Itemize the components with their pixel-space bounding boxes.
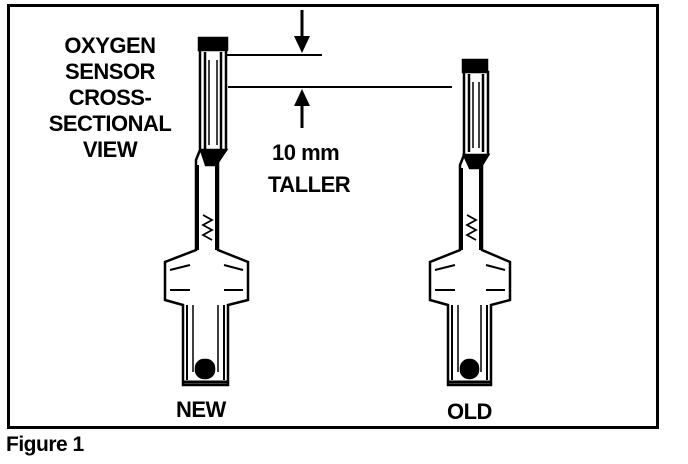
title-line: OXYGEN (64, 33, 156, 58)
dimension-label-text: TALLER (268, 172, 351, 197)
dimension-lines (212, 54, 452, 88)
title-line: CROSS- (68, 85, 152, 110)
new-sensor-drawing (163, 36, 250, 387)
dimension-arrow-top (294, 10, 310, 53)
figure-caption: Figure 1 (6, 433, 84, 456)
title-line: SECTIONAL (48, 111, 172, 136)
dimension-label-value: 10 mm (272, 140, 340, 165)
old-sensor-label: OLD (447, 399, 492, 424)
diagram-title: OXYGEN SENSOR CROSS- SECTIONAL VIEW (30, 33, 190, 163)
figure-frame (7, 4, 659, 429)
title-line: SENSOR (65, 59, 155, 84)
new-sensor-label: NEW (176, 397, 226, 422)
old-sensor-drawing (428, 58, 512, 387)
title-line: VIEW (82, 137, 138, 162)
dimension-arrow-bottom (294, 89, 310, 128)
